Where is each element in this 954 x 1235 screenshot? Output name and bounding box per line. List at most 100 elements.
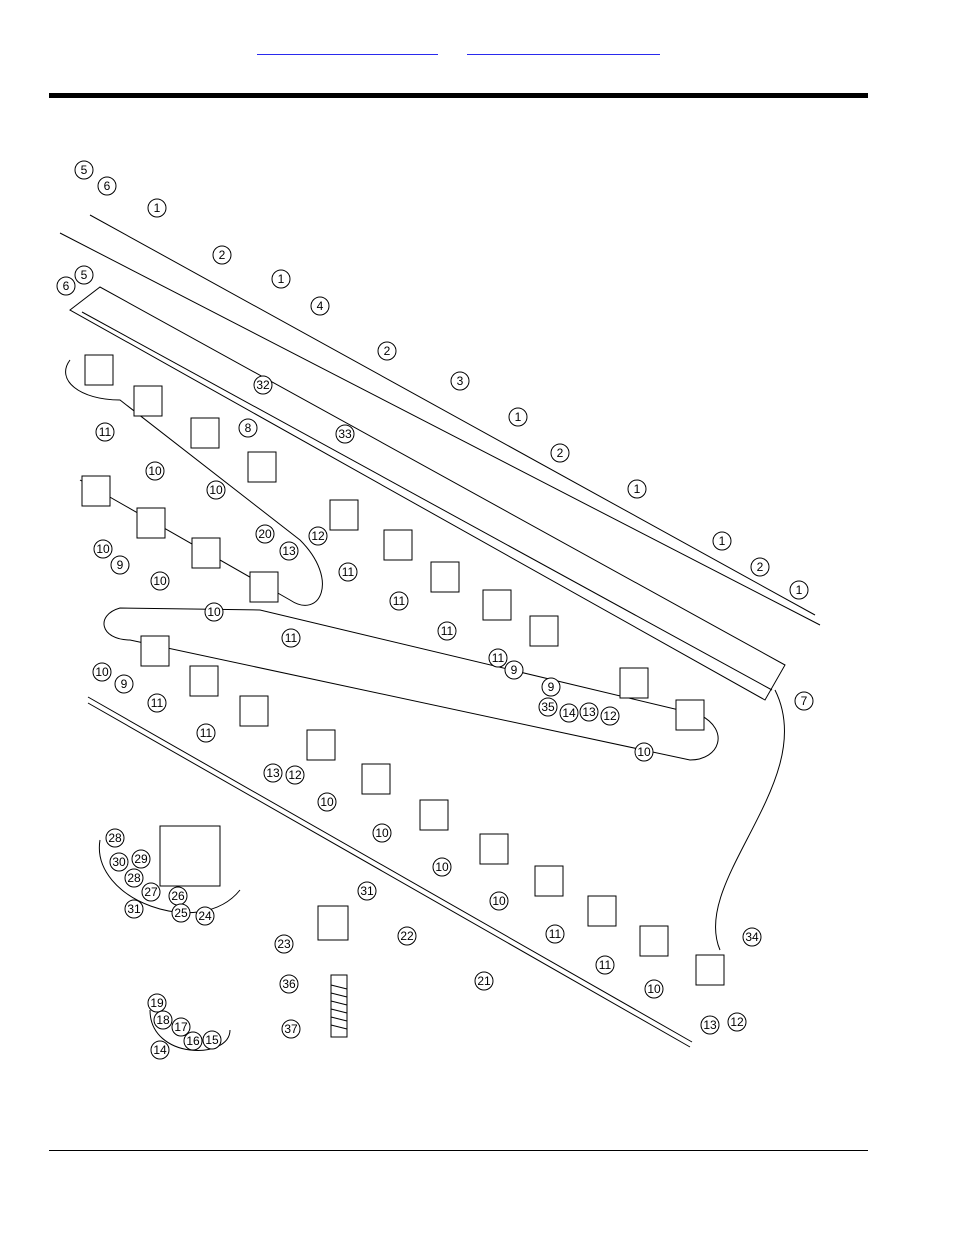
callout-circle — [372, 823, 392, 843]
callout-number: 1 — [278, 272, 285, 286]
callout-circle — [508, 407, 528, 427]
callout-circle — [504, 660, 524, 680]
callout-number: 10 — [637, 745, 651, 759]
callout-27: 27 — [141, 882, 161, 902]
callout-circle — [279, 541, 299, 561]
callout-circle — [196, 723, 216, 743]
callout-number: 28 — [127, 871, 141, 885]
callout-1: 1 — [508, 407, 528, 427]
callout-number: 13 — [582, 705, 596, 719]
callout-11: 11 — [147, 693, 167, 713]
callout-circle — [141, 882, 161, 902]
callout-circle — [742, 927, 762, 947]
callout-number: 1 — [796, 583, 803, 597]
callout-circle — [171, 1017, 191, 1037]
callout-number: 10 — [207, 605, 221, 619]
callout-10: 10 — [145, 461, 165, 481]
callout-13: 13 — [279, 541, 299, 561]
callout-11: 11 — [488, 648, 508, 668]
callout-circle — [559, 703, 579, 723]
callout-circle — [308, 526, 328, 546]
callout-circle — [437, 621, 457, 641]
callout-number: 14 — [562, 706, 576, 720]
callout-13: 13 — [579, 702, 599, 722]
callout-number: 31 — [127, 902, 141, 916]
callout-number: 34 — [745, 930, 759, 944]
callout-number: 13 — [282, 544, 296, 558]
callout-circle — [794, 691, 814, 711]
callout-2: 2 — [550, 443, 570, 463]
callout-37: 37 — [281, 1019, 301, 1039]
shield-row — [59, 214, 821, 626]
callout-number: 10 — [95, 665, 109, 679]
callout-31: 31 — [124, 899, 144, 919]
callout-circle — [474, 971, 494, 991]
callout-number: 9 — [121, 677, 128, 691]
callout-11: 11 — [196, 723, 216, 743]
callout-number: 11 — [393, 594, 406, 608]
callout-11: 11 — [545, 924, 565, 944]
callout-8: 8 — [238, 418, 258, 438]
callout-31: 31 — [357, 881, 377, 901]
callout-14: 14 — [150, 1040, 170, 1060]
callout-circle — [274, 934, 294, 954]
callout-number: 10 — [647, 982, 661, 996]
callout-circle — [147, 993, 167, 1013]
callout-number: 10 — [153, 574, 167, 588]
callout-number: 12 — [730, 1015, 744, 1029]
callout-circle — [281, 1019, 301, 1039]
callout-circle — [338, 562, 358, 582]
callout-number: 10 — [148, 464, 162, 478]
callout-circle — [150, 1040, 170, 1060]
callout-number: 13 — [703, 1018, 717, 1032]
callout-33: 33 — [335, 424, 355, 444]
callout-circle — [195, 906, 215, 926]
callout-1: 1 — [147, 198, 167, 218]
callout-number: 10 — [375, 826, 389, 840]
group-outline-2 — [103, 607, 719, 761]
callout-10: 10 — [644, 979, 664, 999]
callout-number: 9 — [117, 558, 124, 572]
callout-10: 10 — [372, 823, 392, 843]
callout-circle — [56, 276, 76, 296]
callout-number: 11 — [492, 651, 505, 665]
callout-number: 10 — [492, 894, 506, 908]
callout-12: 12 — [285, 765, 305, 785]
callout-number: 23 — [277, 937, 291, 951]
callout-28: 28 — [124, 868, 144, 888]
header-link-2[interactable] — [467, 44, 660, 55]
callout-circle — [550, 443, 570, 463]
callout-number: 11 — [151, 696, 164, 710]
callout-circle — [595, 955, 615, 975]
callout-circle — [432, 857, 452, 877]
callout-number: 28 — [108, 831, 122, 845]
callout-number: 11 — [441, 624, 454, 638]
callout-35: 35 — [538, 697, 558, 717]
callout-number: 6 — [104, 179, 111, 193]
callout-number: 13 — [266, 766, 280, 780]
callout-4: 4 — [310, 296, 330, 316]
callout-number: 22 — [400, 929, 414, 943]
callout-23: 23 — [274, 934, 294, 954]
callout-12: 12 — [727, 1012, 747, 1032]
callout-number: 6 — [63, 279, 70, 293]
callout-number: 1 — [515, 410, 522, 424]
callout-number: 2 — [219, 248, 226, 262]
callout-7: 7 — [794, 691, 814, 711]
callout-5: 5 — [74, 265, 94, 285]
callout-circle — [74, 265, 94, 285]
callout-21: 21 — [474, 971, 494, 991]
callout-25: 25 — [171, 903, 191, 923]
callout-number: 35 — [541, 700, 555, 714]
callout-32: 32 — [253, 375, 273, 395]
callout-circle — [541, 677, 561, 697]
callout-circle — [183, 1031, 203, 1051]
header-link-1[interactable] — [257, 44, 438, 55]
callout-number: 11 — [285, 631, 298, 645]
callout-10: 10 — [150, 571, 170, 591]
callout-29: 29 — [131, 849, 151, 869]
callout-number: 9 — [548, 680, 555, 694]
callout-number: 26 — [171, 889, 185, 903]
hex-shaft — [87, 696, 693, 1048]
